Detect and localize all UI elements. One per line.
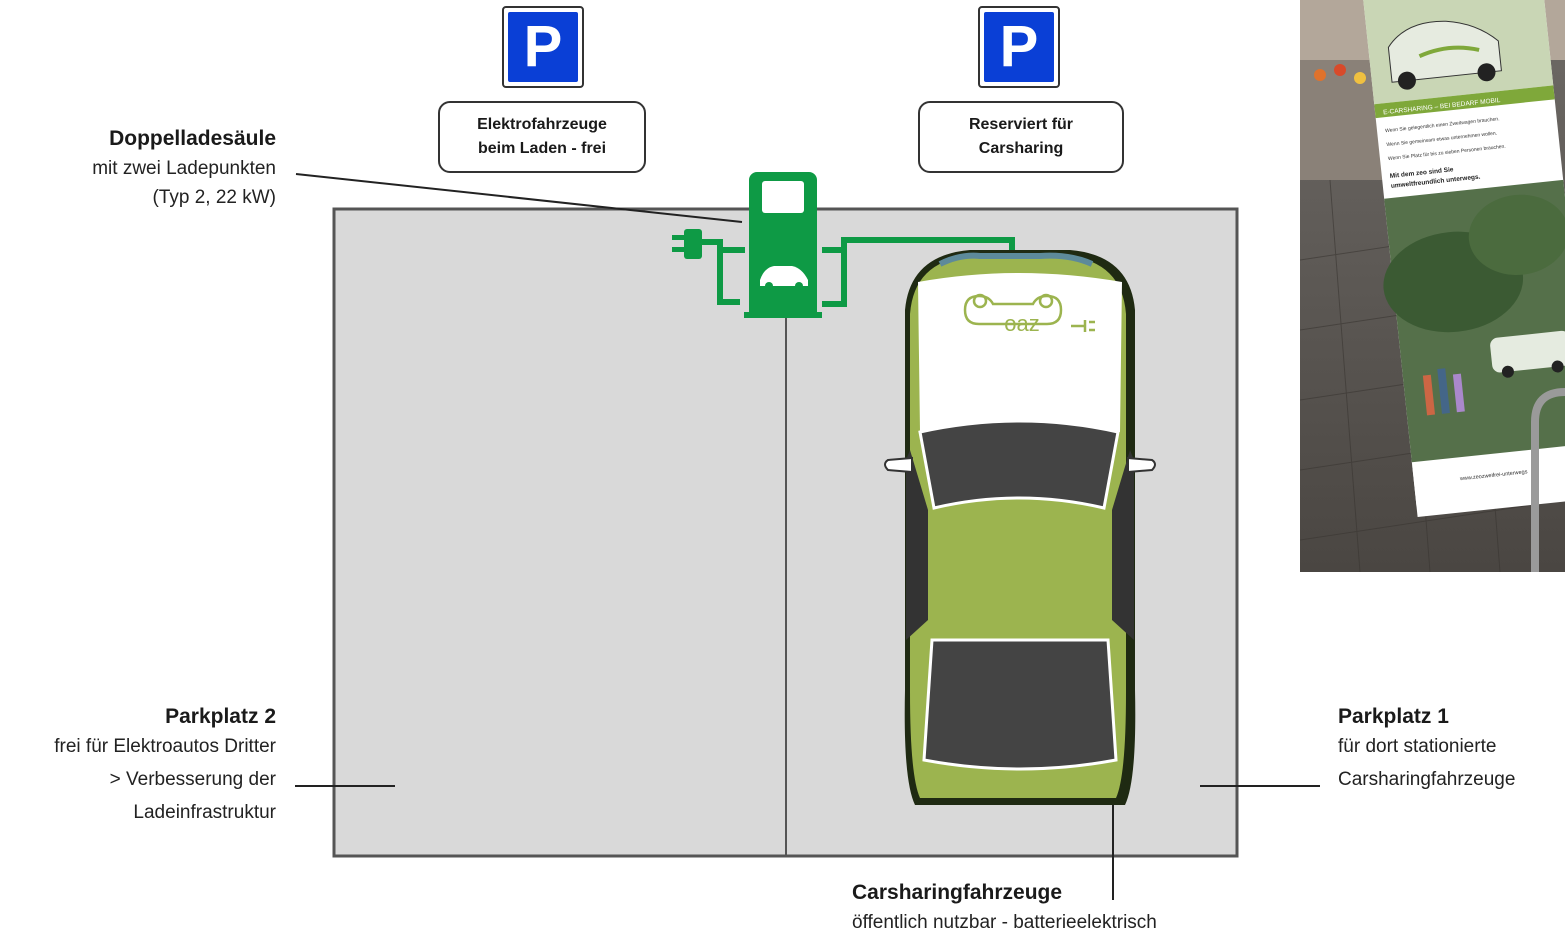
parking-sign-right: P: [978, 6, 1060, 88]
charger-title: Doppelladesäule: [0, 126, 276, 152]
sign-panel-right: Reserviert für Carsharing: [918, 101, 1124, 173]
charger-label: Doppelladesäule mit zwei Ladepunkten (Ty…: [0, 126, 276, 214]
charger-line2: (Typ 2, 22 kW): [0, 181, 276, 214]
sign-left-line2: beim Laden - frei: [478, 137, 606, 161]
spot2-line1: frei für Elektroautos Dritter: [0, 730, 276, 763]
spot1-line1: für dort stationierte: [1338, 730, 1563, 763]
car-line1: öffentlich nutzbar - batterieelektrisch: [852, 906, 1252, 939]
sign-right-line2: Carsharing: [979, 137, 1063, 161]
spot2-label: Parkplatz 2 frei für Elektroautos Dritte…: [0, 704, 276, 829]
spot2-line2: > Verbesserung der: [0, 763, 276, 796]
carsharing-logo-text: oaz: [1004, 311, 1039, 336]
parking-letter-left: P: [508, 12, 578, 82]
spot2-title: Parkplatz 2: [0, 704, 276, 730]
parking-sign-left: P: [502, 6, 584, 88]
banner-photo: E-CARSHARING – BEI BEDARF MOBIL Wenn Sie…: [1300, 0, 1565, 572]
car-title: Carsharingfahrzeuge: [852, 880, 1252, 906]
parking-letter-right: P: [984, 12, 1054, 82]
sign-left-line1: Elektrofahrzeuge: [477, 113, 607, 137]
spot2-line3: Ladeinfrastruktur: [0, 796, 276, 829]
spot1-title: Parkplatz 1: [1338, 704, 1563, 730]
car-label: Carsharingfahrzeuge öffentlich nutzbar -…: [852, 880, 1252, 939]
sign-right-line1: Reserviert für: [969, 113, 1073, 137]
spot1-label: Parkplatz 1 für dort stationierte Carsha…: [1338, 704, 1563, 796]
spot1-line2: Carsharingfahrzeuge: [1338, 763, 1563, 796]
sign-panel-left: Elektrofahrzeuge beim Laden - frei: [438, 101, 646, 173]
car-icon: oaz: [885, 250, 1155, 805]
